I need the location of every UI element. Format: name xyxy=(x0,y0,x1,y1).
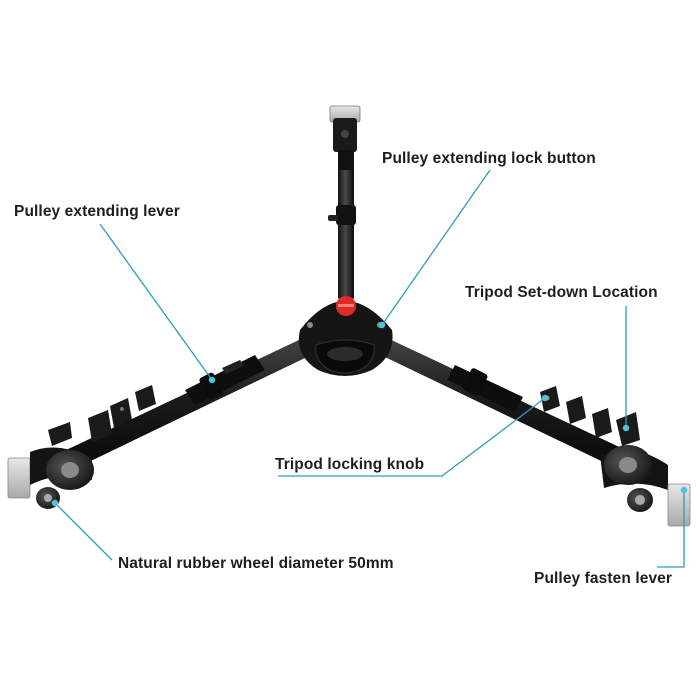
right-wheel-assembly xyxy=(600,412,691,527)
callout-pulley-extending-lever: Pulley extending lever xyxy=(14,203,180,220)
callout-natural-rubber-wheel: Natural rubber wheel diameter 50mm xyxy=(118,555,394,572)
left-wheel-assembly xyxy=(7,422,94,509)
callout-pulley-fasten-lever: Pulley fasten lever xyxy=(534,570,673,587)
vertical-arm xyxy=(328,105,361,300)
marker-dots xyxy=(51,321,688,507)
left-leg xyxy=(62,330,332,470)
callout-tripod-setdown-location: Tripod Set-down Location xyxy=(465,284,658,301)
center-hub xyxy=(298,296,393,376)
right-leg xyxy=(360,330,630,470)
leader-lines xyxy=(54,169,685,568)
callout-tripod-locking-knob: Tripod locking knob xyxy=(275,456,425,473)
callout-pulley-extending-lock-button: Pulley extending lock button xyxy=(382,150,596,167)
